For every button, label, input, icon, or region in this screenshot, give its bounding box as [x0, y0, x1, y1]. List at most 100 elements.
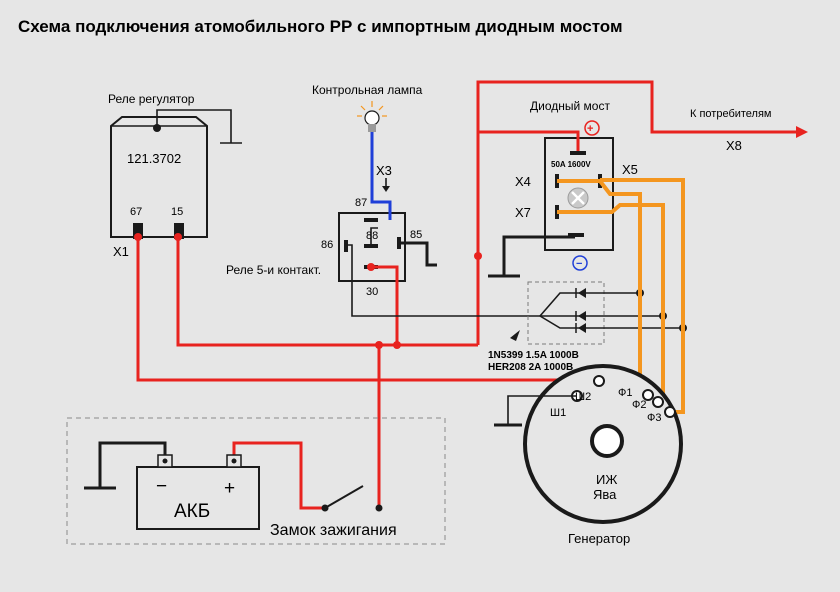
relay-pin-30: 30	[366, 286, 378, 298]
diode-spec-1: 1N5399 1.5A 1000B	[488, 350, 579, 361]
junction-bridge-feed	[474, 252, 482, 260]
battery-plus-label: +	[224, 478, 235, 499]
regulator-ground-wire	[156, 109, 232, 143]
bridge-x5-label: X5	[622, 162, 638, 177]
bridge-minus-terminal	[568, 233, 584, 237]
regulator-caption: Реле регулятор	[108, 92, 195, 106]
generator-sh1-label: Ш1	[550, 407, 566, 419]
generator-f3-label: Ф3	[647, 412, 661, 424]
generator: Ш1 Ш2 Ф1 Ф2 Ф3 ИЖ Ява Генератор	[494, 364, 683, 546]
diode-branch-1	[539, 292, 640, 317]
wire-to-consumers	[476, 80, 796, 345]
lamp-rays-icon	[357, 101, 387, 117]
generator-terminal-f1	[642, 389, 654, 401]
diode-1-icon	[578, 288, 586, 298]
ignition-caption: Замок зажигания	[270, 522, 397, 539]
junction-relay-30-terminal	[367, 263, 375, 271]
bridge-caption: Диодный мост	[530, 99, 610, 113]
generator-sh2-label: Ш2	[575, 391, 591, 403]
voltage-regulator: Реле регулятор 121.3702 67 15 X1	[108, 92, 242, 259]
battery-plus-post-dot	[231, 458, 237, 464]
bridge-rating: 50A 1600V	[551, 160, 591, 169]
diode-triad-frame	[527, 281, 605, 345]
diode-2-icon	[578, 311, 586, 321]
generator-terminal-f3	[664, 406, 676, 418]
bridge-x4-label: X4	[515, 174, 531, 189]
relay-pin-87: 87	[355, 197, 367, 209]
lamp-caption: Контрольная лампа	[312, 83, 423, 97]
bridge-ground-wire	[488, 235, 575, 278]
lamp-socket	[368, 124, 376, 132]
bridge-minus-icon	[572, 255, 588, 271]
relay-pin-85: 85	[410, 229, 422, 241]
battery-caption: АКБ	[174, 501, 210, 522]
lamp-arrow-icon	[382, 186, 390, 192]
regulator-terminal-67	[133, 223, 143, 239]
generator-terminal-f2	[652, 396, 664, 408]
battery-minus-post-dot	[162, 458, 168, 464]
bridge-minus-label: −	[576, 258, 582, 270]
battery-block-frame	[66, 417, 446, 545]
battery-ignition-block: − + АКБ Замок зажигания	[66, 417, 446, 545]
generator-sh1-ground	[507, 395, 577, 425]
junction-ignition	[375, 341, 383, 349]
battery-ground-wire	[98, 441, 167, 488]
diode-bridge: Диодный мост + 50A 1600V X4 X7 X5 −	[488, 99, 638, 278]
lamp-bulb-icon	[364, 110, 380, 126]
wire-regulator-15	[176, 237, 478, 347]
wire-lamp-to-relay	[370, 132, 392, 220]
diode-spec-2: HER208 2A 1000B	[488, 362, 573, 373]
generator-caption: Генератор	[568, 531, 630, 546]
ignition-contact-1	[321, 504, 329, 512]
diode-pointer-icon	[510, 330, 520, 341]
phase-wire-x5	[600, 178, 685, 414]
relay-terminal-87	[364, 218, 378, 222]
control-lamp: Контрольная лампа X3	[312, 83, 423, 192]
relay-pin-88: 88	[366, 230, 378, 242]
bridge-x7-label: X7	[515, 205, 531, 220]
diode-3-icon	[578, 323, 586, 333]
relay-terminal-86	[344, 240, 348, 252]
regulator-terminal-15	[174, 223, 184, 239]
relay-terminal-85	[397, 237, 401, 249]
wire-battery-plus	[232, 441, 325, 510]
battery-minus-label: −	[156, 476, 167, 497]
consumers-caption: К потребителям	[690, 108, 772, 120]
diagram-title: Схема подключения атомобильного РР с имп…	[18, 17, 623, 36]
regulator-model: 121.3702	[127, 151, 181, 166]
ignition-switch-lever	[324, 485, 364, 509]
wire-relay-86-to-diodes	[346, 244, 540, 317]
junction-15	[174, 233, 182, 241]
relay-terminal-88	[364, 244, 378, 248]
regulator-body	[110, 116, 208, 238]
lamp-connector-label: X3	[376, 163, 392, 178]
diode-triad: 1N5399 1.5A 1000B HER208 2A 1000B	[488, 281, 687, 373]
battery-body	[136, 466, 260, 530]
consumers-arrow-icon	[796, 126, 808, 138]
generator-terminal-sh2	[593, 375, 605, 387]
relay-pin-86: 86	[321, 239, 333, 251]
ignition-contact-2	[375, 504, 383, 512]
generator-shaft	[590, 424, 624, 458]
wire-regulator-67	[136, 237, 598, 382]
red-wiring	[134, 80, 808, 510]
regulator-connector-label: X1	[113, 244, 129, 259]
generator-model-1: ИЖ	[596, 472, 617, 487]
bridge-plus-label: +	[587, 123, 593, 135]
bridge-plus-terminal	[570, 151, 586, 155]
five-pin-relay: 87 88 86 85 30 Реле 5-и контакт.	[226, 197, 437, 298]
relay-caption: Реле 5-и контакт.	[226, 263, 321, 277]
generator-f2-label: Ф2	[632, 399, 646, 411]
wire-bridge-plus	[478, 130, 580, 151]
relay-88-link	[370, 227, 378, 245]
wire-relay-30	[371, 265, 399, 345]
generator-model-2: Ява	[593, 487, 617, 502]
regulator-pin-67: 67	[130, 206, 142, 218]
junction-relay-30	[393, 341, 401, 349]
bridge-plus-icon	[584, 120, 600, 136]
bridge-mount-cross-icon	[571, 191, 585, 205]
junction-67	[134, 233, 142, 241]
generator-f1-label: Ф1	[618, 387, 632, 399]
regulator-pin-15: 15	[171, 206, 183, 218]
